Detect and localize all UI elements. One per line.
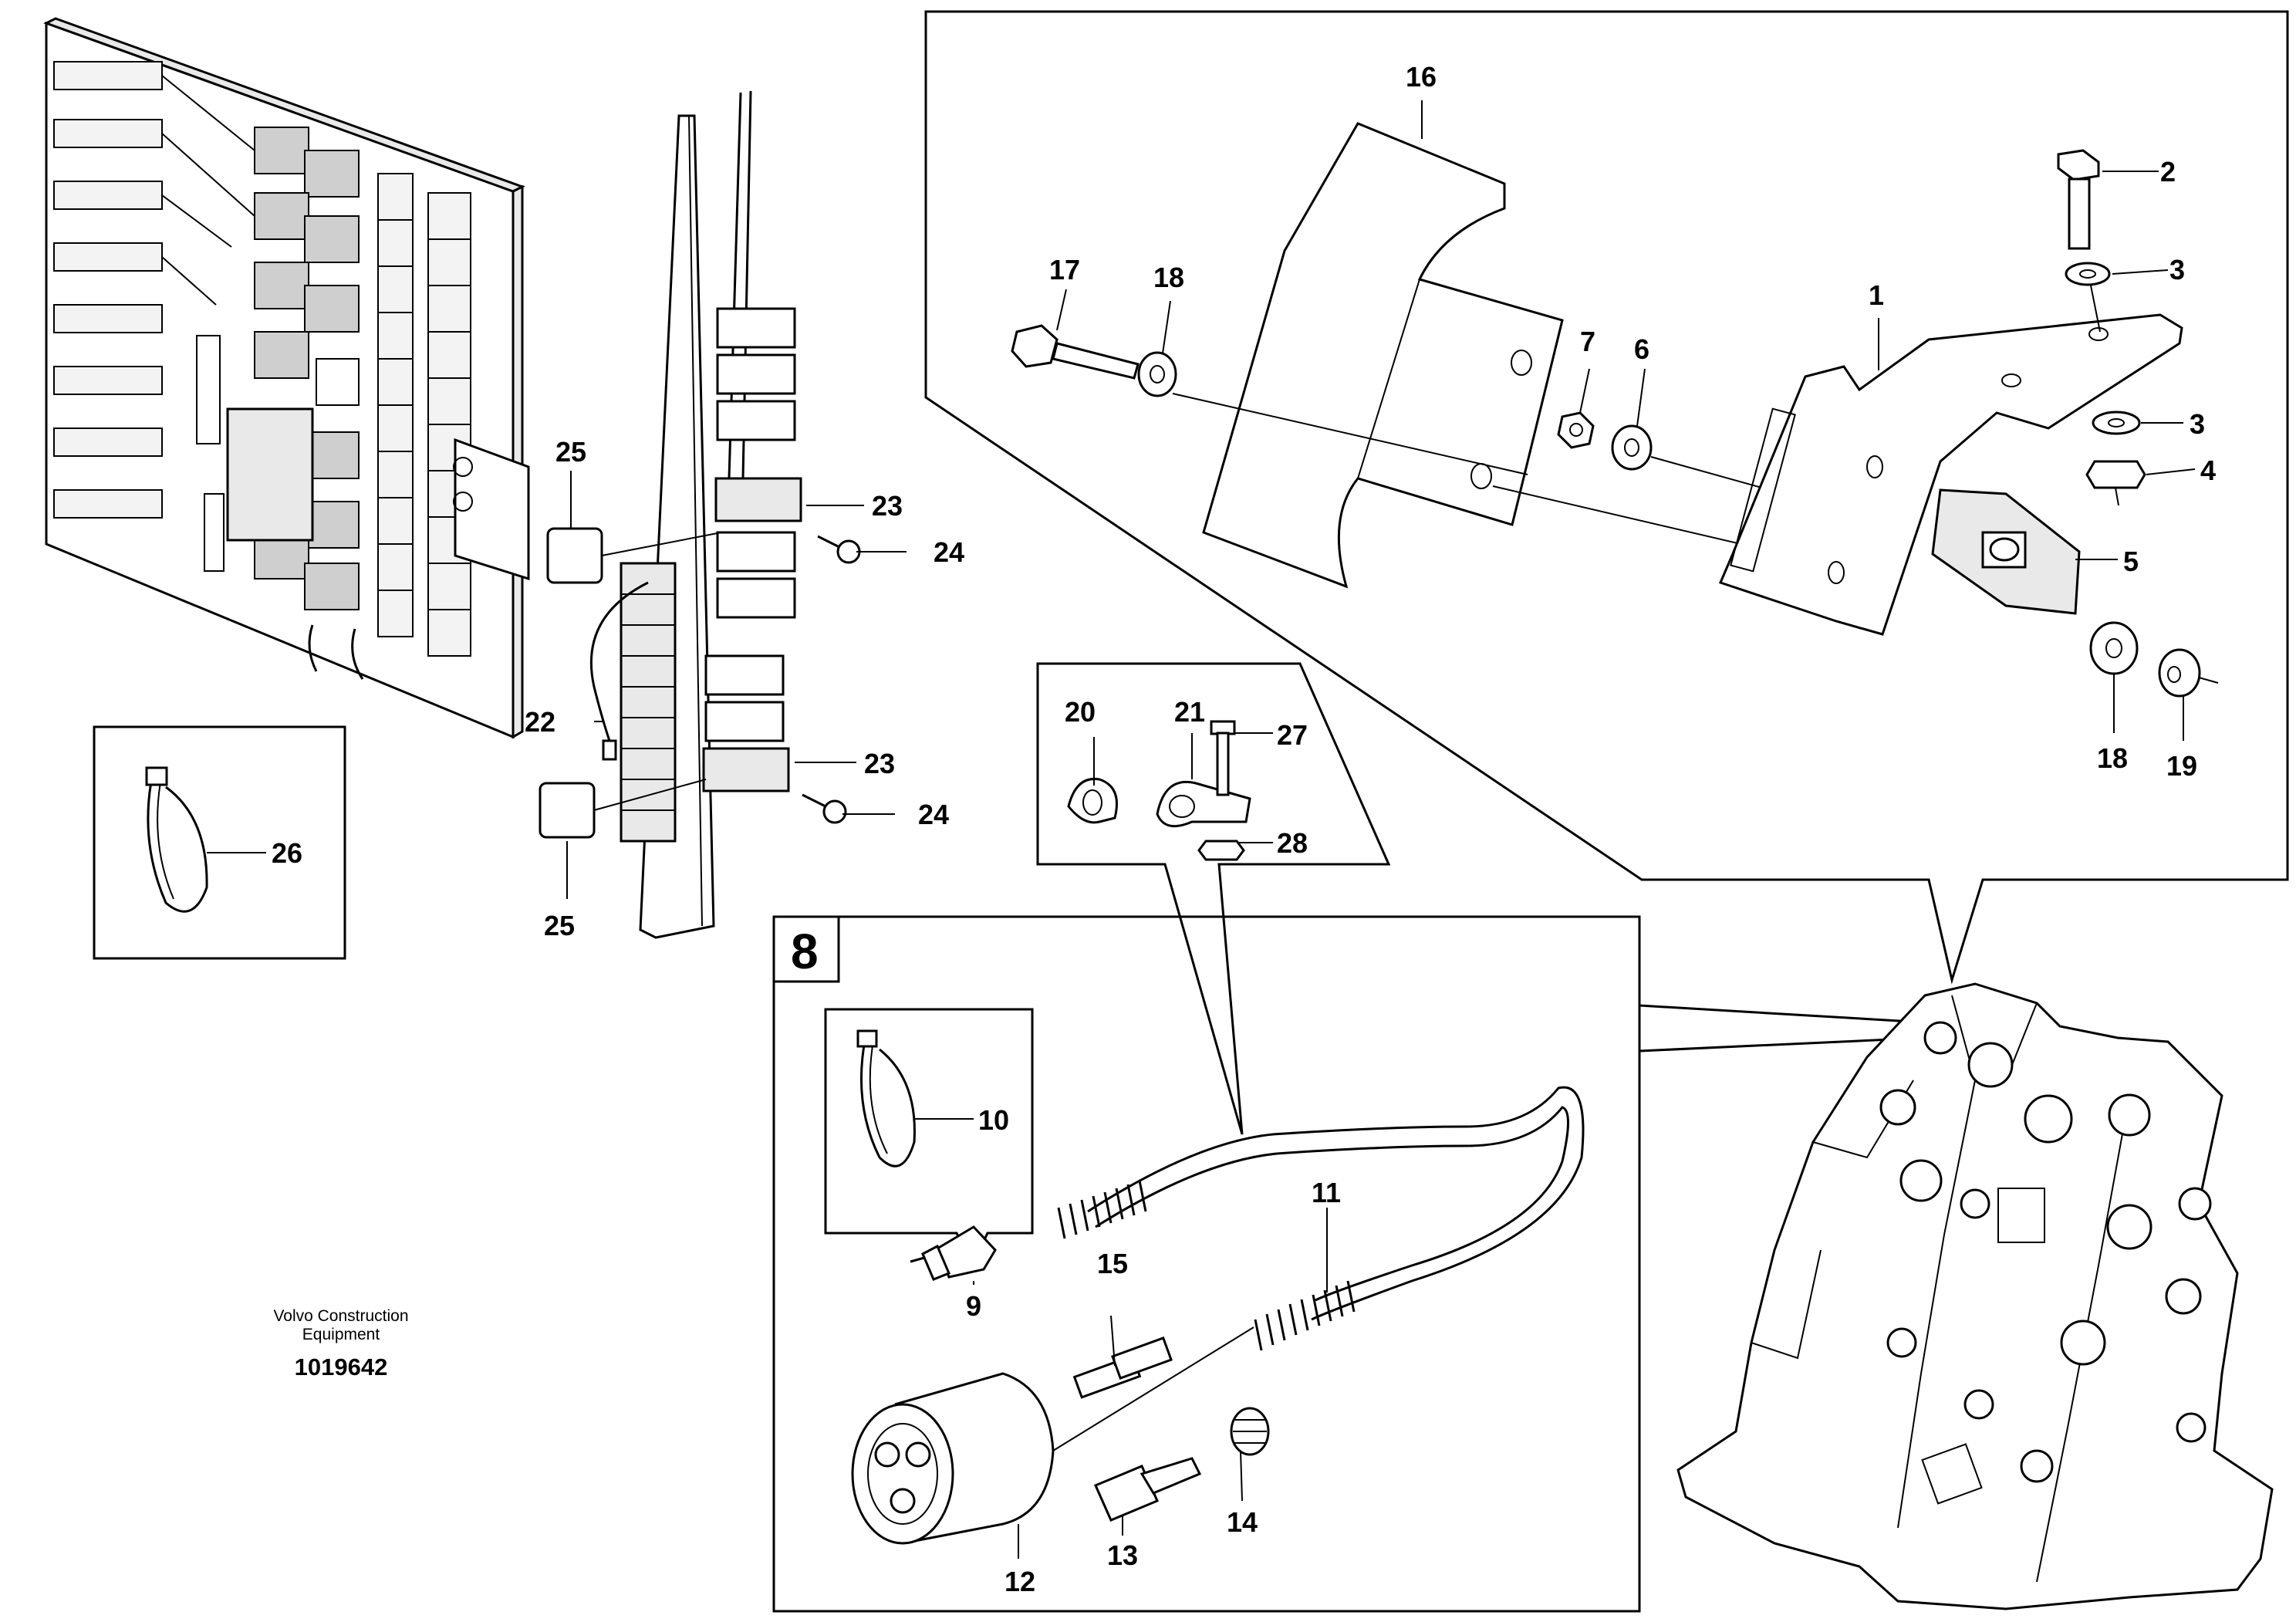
callout-17: 17	[1049, 254, 1080, 286]
pin-15	[1072, 1336, 1173, 1399]
inset-10	[824, 1008, 1034, 1269]
fuse-holder-group-lower	[702, 654, 790, 792]
screw-24-upper	[817, 535, 861, 564]
callout-9: 9	[966, 1290, 981, 1322]
din-rail	[620, 90, 752, 939]
nut-4	[2085, 460, 2146, 506]
clamp-callout-frame	[1036, 662, 1391, 1135]
callout-21: 21	[1174, 696, 1205, 728]
terminal-9	[910, 1225, 997, 1281]
callout-18-right: 18	[2097, 742, 2128, 774]
credit-line-1: Volvo Construction	[273, 1307, 408, 1325]
callout-1: 1	[1869, 279, 1884, 311]
callout-23-lower: 23	[864, 748, 895, 779]
callout-3-upper: 3	[2169, 254, 2185, 286]
leader-lines	[566, 100, 2196, 1559]
callout-13: 13	[1107, 1539, 1138, 1571]
callout-16: 16	[1406, 61, 1437, 93]
bracket-1	[1718, 313, 2183, 636]
callout-26: 26	[272, 837, 302, 869]
screw-24-lower	[802, 793, 847, 824]
callout-23-upper: 23	[872, 490, 903, 522]
washer-3-upper	[2065, 262, 2111, 286]
inset-badge-8: 8	[791, 924, 819, 979]
nut-28	[1197, 840, 1245, 861]
fuse-holder-group-upper	[714, 307, 802, 619]
callout-18-left: 18	[1153, 262, 1184, 293]
callout-19: 19	[2166, 750, 2197, 782]
callout-5: 5	[2123, 546, 2139, 577]
callout-25-lower: 25	[544, 910, 575, 941]
screw-27	[1210, 720, 1236, 796]
clamp-21	[1156, 780, 1251, 828]
seal-14	[1230, 1407, 1270, 1456]
callout-14: 14	[1227, 1506, 1258, 1538]
callout-20: 20	[1065, 696, 1096, 728]
nut-19	[2158, 648, 2219, 698]
callout-10: 10	[978, 1104, 1009, 1136]
credit-block: Volvo Construction Equipment 1019642	[273, 1307, 408, 1380]
callout-25-upper: 25	[555, 436, 586, 468]
callout-28: 28	[1277, 827, 1308, 859]
circuit-board	[43, 17, 530, 739]
credit-line-2: Equipment	[302, 1326, 380, 1343]
washer-18-left	[1137, 351, 1177, 397]
harness-detail-frame	[772, 915, 1641, 1613]
loader-frame	[1676, 982, 2274, 1610]
callout-24-lower: 24	[918, 799, 949, 830]
callout-11: 11	[1312, 1177, 1341, 1208]
callout-15: 15	[1097, 1248, 1128, 1279]
washer-3-lower	[2092, 411, 2141, 435]
clip-20	[1067, 777, 1118, 824]
terminal-13	[1094, 1457, 1202, 1522]
callout-4: 4	[2200, 454, 2216, 486]
detail-callout-frame	[924, 10, 2289, 985]
callout-7: 7	[1580, 326, 1595, 357]
inset-badge-frame	[772, 915, 840, 983]
guard-plate-16	[1202, 122, 1564, 589]
callout-3-lower: 3	[2190, 408, 2205, 440]
cable-11	[1057, 1086, 1585, 1351]
callout-22: 22	[525, 706, 555, 738]
relay-25-lower	[539, 779, 707, 839]
washer-18-right	[2089, 621, 2139, 675]
callout-6: 6	[1634, 333, 1649, 365]
callout-labels: 2 3 3 4 5 1 6 7 16 17 18 18 19 20 21 27 …	[272, 61, 2216, 1597]
callout-24-upper: 24	[934, 536, 964, 568]
inset-26	[93, 725, 346, 960]
nut-7	[1557, 411, 1595, 449]
doc-number: 1019642	[295, 1353, 388, 1380]
relay-25-upper	[546, 527, 722, 584]
callout-27: 27	[1277, 719, 1308, 751]
bolt-17	[1011, 324, 1140, 380]
callout-12: 12	[1004, 1566, 1035, 1597]
washer-6	[1611, 424, 1653, 471]
bolt-2	[2057, 149, 2100, 250]
callout-2: 2	[2160, 156, 2176, 188]
connector-housing-12	[851, 1326, 1254, 1545]
clamp-nut-5	[1931, 488, 2081, 615]
